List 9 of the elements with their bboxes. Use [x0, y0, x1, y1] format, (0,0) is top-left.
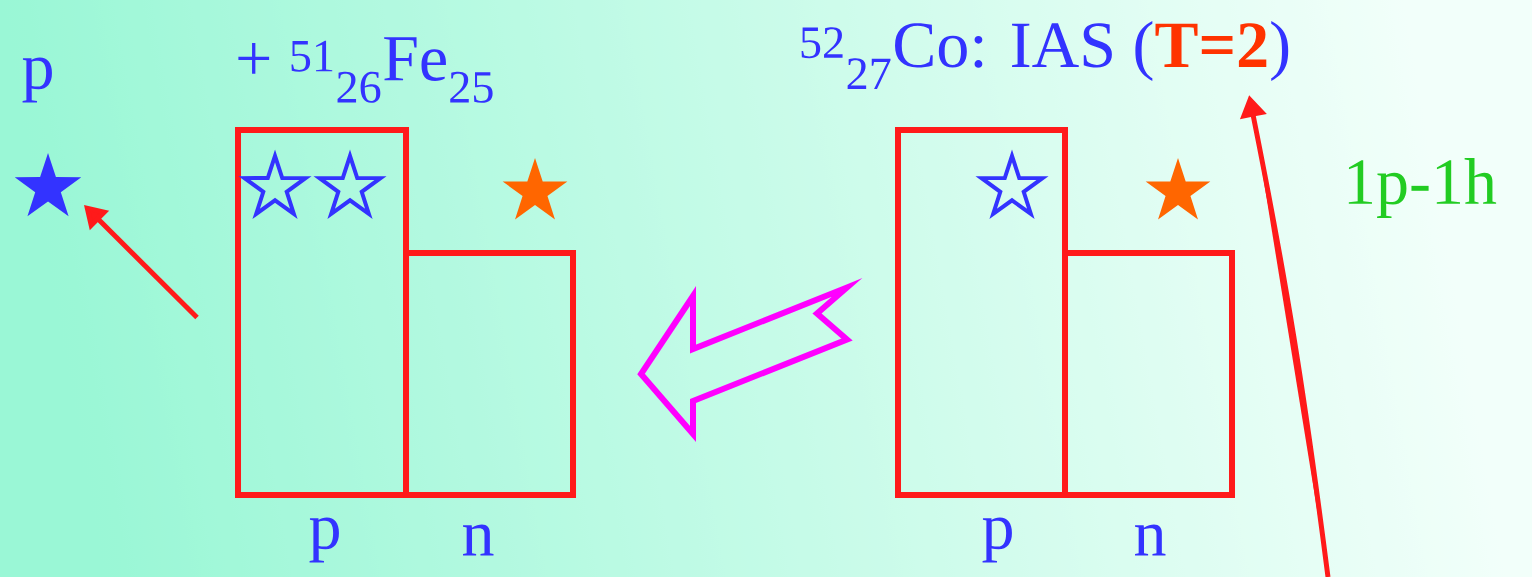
arrow — [84, 205, 199, 320]
nucleus-label: + $^{51}$$_{26}$Fe$_{25}$ — [238, 37, 493, 103]
edge-label: 1p-1h — [1348, 158, 1497, 218]
axis-label: p — [982, 517, 1012, 563]
heading: 52$_{27}$Co: IAS (T=2) — [801, 21, 1289, 89]
axis-label: p — [22, 57, 52, 103]
axis-label: n — [463, 524, 494, 556]
axis-label: p — [309, 517, 339, 563]
axis-label: n — [1135, 524, 1166, 556]
